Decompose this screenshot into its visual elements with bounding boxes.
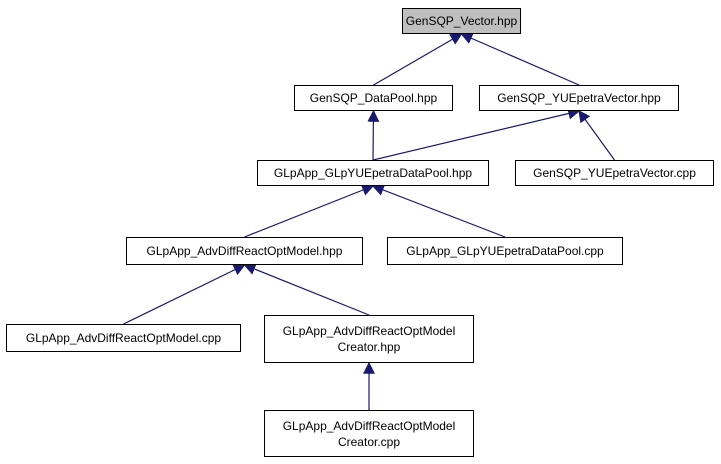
- node-glpapp-glpyuepetradatapool-cpp[interactable]: GLpApp_GLpYUEpetraDataPool.cpp: [387, 237, 623, 265]
- edge-yuepetra_vector_cpp-to-yuepetra_vector_hpp: [578, 110, 615, 161]
- node-glpapp-advdiffreactoptmodelcreator-hpp[interactable]: GLpApp_AdvDiffReactOptModel Creator.hpp: [264, 315, 474, 363]
- node-gensqp-yuepetravector-hpp[interactable]: GenSQP_YUEpetraVector.hpp: [479, 85, 679, 111]
- edge-glp_datapool_cpp-to-glp_datapool_hpp: [371, 184, 506, 238]
- node-label-line-2: Creator.cpp: [337, 434, 401, 449]
- node-label: GLpApp_AdvDiffReactOptModel.hpp: [146, 244, 343, 258]
- edge-yuepetra_vector_hpp-to-vector_hpp: [460, 32, 580, 86]
- node-label: GenSQP_YUEpetraVector.hpp: [497, 91, 661, 105]
- node-gensqp-vector-hpp[interactable]: GenSQP_Vector.hpp: [402, 8, 521, 34]
- edge-advdiff_model_hpp-to-glp_datapool_hpp: [244, 184, 375, 238]
- node-label-line-1: GLpApp_AdvDiffReactOptModel: [282, 324, 456, 338]
- node-glpapp-advdiffreactoptmodelcreator-cpp[interactable]: GLpApp_AdvDiffReactOptModel Creator.cpp: [264, 410, 474, 457]
- node-glpapp-advdiffreactoptmodel-hpp[interactable]: GLpApp_AdvDiffReactOptModel.hpp: [126, 237, 363, 265]
- node-label-line-2: Creator.hpp: [337, 340, 401, 354]
- edge-glp_datapool_hpp-to-yuepetra_vector_hpp: [372, 107, 581, 161]
- node-label: GLpApp_GLpYUEpetraDataPool.cpp: [406, 244, 604, 258]
- node-label: GenSQP_Vector.hpp: [405, 14, 518, 28]
- edge-advdiff_model_cpp-to-advdiff_model_hpp: [123, 264, 246, 325]
- node-gensqp-datapool-hpp[interactable]: GenSQP_DataPool.hpp: [294, 85, 453, 111]
- node-label: GLpApp_AdvDiffReactOptModel.cpp: [25, 331, 222, 345]
- node-label-line-1: GLpApp_AdvDiffReactOptModel: [282, 418, 456, 433]
- node-glpapp-advdiffreactoptmodel-cpp[interactable]: GLpApp_AdvDiffReactOptModel.cpp: [6, 324, 241, 352]
- node-gensqp-yuepetravector-cpp[interactable]: GenSQP_YUEpetraVector.cpp: [515, 160, 714, 186]
- edge-glp_datapool_hpp-to-datapool_hpp: [367, 109, 380, 161]
- edge-advdiff_creator_hpp-to-advdiff_model_hpp: [243, 263, 370, 316]
- node-label: GenSQP_DataPool.hpp: [309, 91, 438, 105]
- edge-datapool_hpp-to-vector_hpp: [373, 33, 463, 86]
- node-label: GLpApp_GLpYUEpetraDataPool.hpp: [273, 166, 473, 180]
- node-glpapp-glpyuepetradatapool-hpp[interactable]: GLpApp_GLpYUEpetraDataPool.hpp: [257, 160, 489, 186]
- node-label: GenSQP_YUEpetraVector.cpp: [533, 166, 696, 180]
